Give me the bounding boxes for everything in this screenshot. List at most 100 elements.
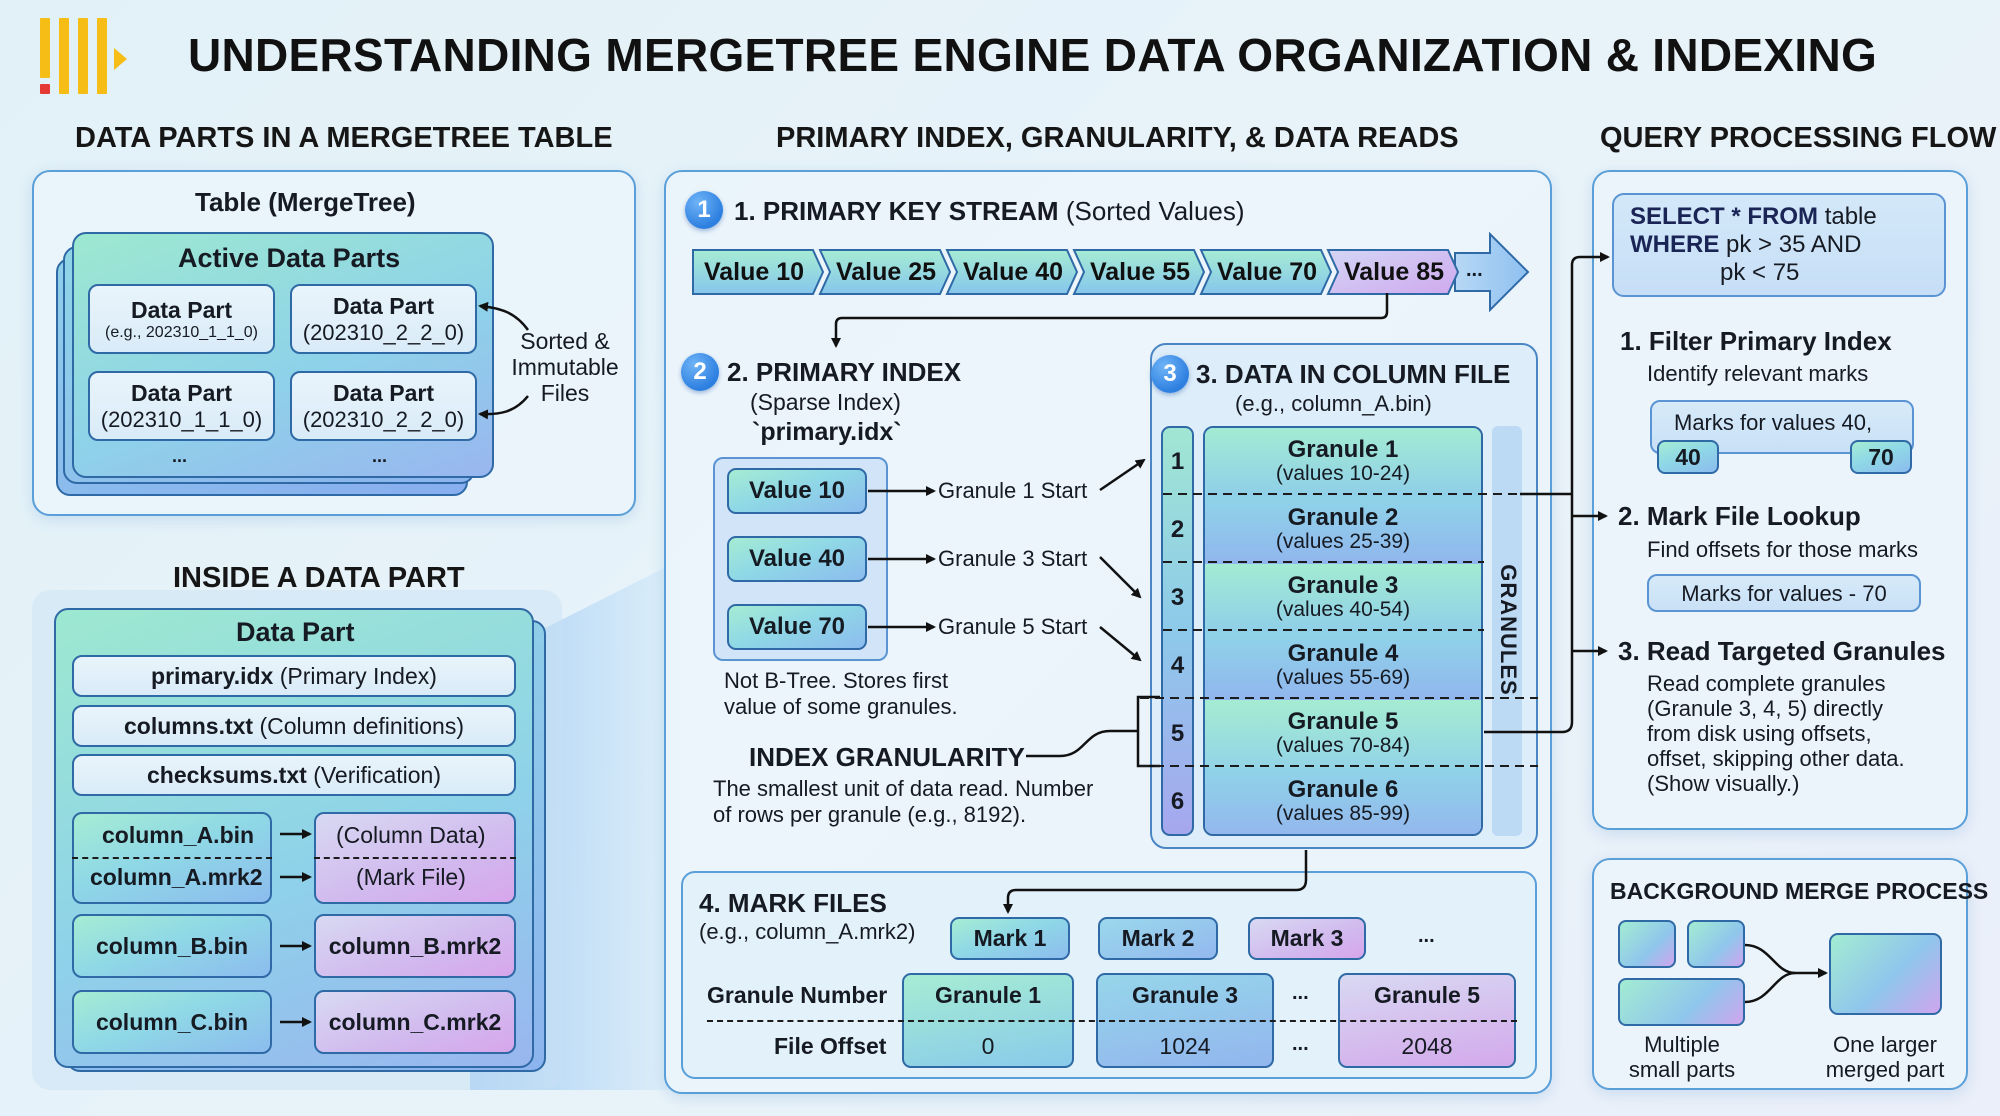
data-part-label: Data Part [131, 379, 232, 406]
step1-title: 1. PRIMARY KEY STREAM [734, 196, 1059, 226]
ellipsis: ... [1292, 982, 1309, 1004]
file-primary-idx[interactable]: primary.idx (Primary Index) [72, 655, 516, 697]
data-part-item[interactable]: Data Part (202310_1_1_0) [88, 371, 275, 441]
data-part-item[interactable]: Data Part (e.g., 202310_1_1_0) [88, 284, 275, 354]
file-name: column_B.mrk2 [328, 932, 502, 959]
mark-item[interactable]: Mark 3 [1248, 917, 1366, 960]
merge-process-title: BACKGROUND MERGE PROCESS [1610, 878, 1989, 904]
mark-table-divider [707, 1020, 1517, 1022]
data-part-label: Data Part [131, 296, 232, 323]
granule-title: Granule 2 [1287, 504, 1399, 531]
granule-row[interactable]: Granule 2(values 25-39) [1203, 496, 1483, 564]
data-part-id: (202310_2_2_0) [302, 406, 465, 432]
merged-part-icon [1829, 933, 1942, 1015]
file-columns-txt[interactable]: columns.txt (Column definitions) [72, 705, 516, 747]
sql-text: pk < 75 [1720, 259, 1800, 286]
caption-line: Multiple [1644, 1032, 1720, 1057]
desc-line: The smallest unit of data read. Number [713, 776, 1094, 801]
granule-row[interactable]: Granule 4(values 55-69) [1203, 632, 1483, 700]
granule-number: 4 [1170, 652, 1185, 679]
granule-start-label: Granule 3 Start [938, 546, 1088, 571]
table-mergetree-title: Table (MergeTree) [195, 187, 416, 217]
query-step-title: 3. Read Targeted Granules [1618, 636, 1946, 666]
mark-offset: 1024 [1159, 1033, 1211, 1059]
step1-subtitle: (Sorted Values) [1065, 196, 1245, 226]
column-c-mrk[interactable]: column_C.mrk2 [314, 990, 516, 1054]
ellipsis: ... [1292, 1033, 1309, 1055]
stream-value[interactable]: Value 40 [962, 257, 1064, 286]
mark-item[interactable]: Mark 1 [950, 917, 1070, 960]
file-desc: (Verification) [313, 761, 442, 788]
caption-line: merged part [1825, 1057, 1945, 1082]
stream-value[interactable]: Value 85 [1343, 257, 1445, 286]
mark-granule: Granule 5 [1373, 982, 1481, 1008]
data-part-item[interactable]: Data Part (202310_2_2_0) [290, 284, 477, 354]
sql-keyword: SELECT * FROM [1630, 203, 1819, 230]
file-name: primary.idx [151, 662, 274, 689]
granule-list [1203, 426, 1483, 836]
mark-item[interactable]: Mark 2 [1098, 917, 1218, 960]
file-name: checksums.txt [146, 761, 307, 788]
file-checksums-txt[interactable]: checksums.txt (Verification) [72, 754, 516, 796]
data-part-id: (202310_1_1_0) [100, 406, 263, 432]
desc-line: (Show visually.) [1647, 771, 1800, 796]
column-data-label: (Column Data) [336, 822, 486, 848]
granule-row[interactable]: Granule 6(values 85-99) [1203, 768, 1483, 836]
sorted-immutable-note: Sorted & Immutable Files [500, 328, 630, 406]
granule-title: Granule 3 [1287, 572, 1399, 599]
stream-value[interactable]: Value 55 [1089, 257, 1191, 286]
sql-keyword: WHERE [1630, 231, 1720, 258]
granule-row[interactable]: Granule 3(values 40-54) [1203, 564, 1483, 632]
granule-number: 3 [1170, 584, 1185, 611]
granule-row[interactable]: Granule 1(values 10-24) [1203, 428, 1483, 496]
section-title-query-flow: QUERY PROCESSING FLOW [1600, 122, 1997, 154]
mark-pill[interactable]: 40 [1657, 440, 1719, 474]
active-data-parts-title: Active Data Parts [178, 243, 401, 273]
mark-pill-value: 40 [1675, 443, 1701, 470]
mark-offset: 2048 [1401, 1033, 1453, 1059]
stream-more: ... [1466, 259, 1483, 281]
data-part-id: (202310_2_2_0) [302, 319, 465, 345]
desc-line: offset, skipping other data. [1647, 746, 1905, 771]
index-entry[interactable]: Value 40 [727, 536, 867, 582]
primary-idx-filename: `primary.idx` [752, 418, 902, 446]
granule-range: (values 40-54) [1275, 598, 1411, 621]
stream-value[interactable]: Value 25 [835, 257, 937, 286]
granule-range: (values 25-39) [1275, 530, 1411, 553]
index-entry[interactable]: Value 10 [727, 468, 867, 514]
note-line: Sorted & [520, 328, 610, 354]
index-entry[interactable]: Value 70 [727, 604, 867, 650]
caption-line: small parts [1628, 1057, 1736, 1082]
ellipsis: ... [172, 446, 188, 466]
stream-value[interactable]: Value 70 [1216, 257, 1318, 286]
small-part-icon [1618, 920, 1676, 968]
data-part-id: (e.g., 202310_1_1_0) [104, 323, 258, 341]
data-part-item[interactable]: Data Part (202310_2_2_0) [290, 371, 477, 441]
column-b-mrk[interactable]: column_B.mrk2 [314, 914, 516, 978]
mark-pill[interactable]: 70 [1850, 440, 1912, 474]
granule-number: 5 [1170, 720, 1185, 747]
query-step-desc: Find offsets for those marks [1647, 537, 1919, 562]
divider [72, 857, 272, 859]
sql-query-box[interactable] [1612, 193, 1946, 297]
desc-line: from disk using offsets, [1647, 721, 1872, 746]
step4-title: 4. MARK FILES [699, 888, 887, 918]
granule-range: (values 85-99) [1275, 802, 1411, 825]
granule-title: Granule 6 [1287, 776, 1399, 803]
mark-label: Mark 2 [1121, 925, 1195, 951]
file-desc: (Column definitions) [259, 712, 464, 739]
granule-number-row-label: Granule Number [707, 982, 888, 1008]
caption-line: One larger [1833, 1032, 1937, 1057]
granule-row[interactable]: Granule 5(values 70-84) [1203, 700, 1483, 768]
column-b-bin[interactable]: column_B.bin [72, 914, 272, 978]
merged-part-caption: One larger merged part [1815, 1032, 1955, 1082]
granule-range: (values 10-24) [1275, 462, 1411, 485]
index-granularity-desc: The smallest unit of data read. Number o… [713, 776, 1093, 828]
desc-line: Read complete granules [1647, 671, 1886, 696]
step1-heading: 1. PRIMARY KEY STREAM (Sorted Values) [734, 196, 1245, 227]
file-name: column_C.bin [95, 1008, 249, 1035]
column-c-bin[interactable]: column_C.bin [72, 990, 272, 1054]
file-name: column_C.mrk2 [328, 1008, 502, 1035]
granule-start-label: Granule 1 Start [938, 478, 1088, 503]
stream-value[interactable]: Value 10 [703, 257, 805, 286]
